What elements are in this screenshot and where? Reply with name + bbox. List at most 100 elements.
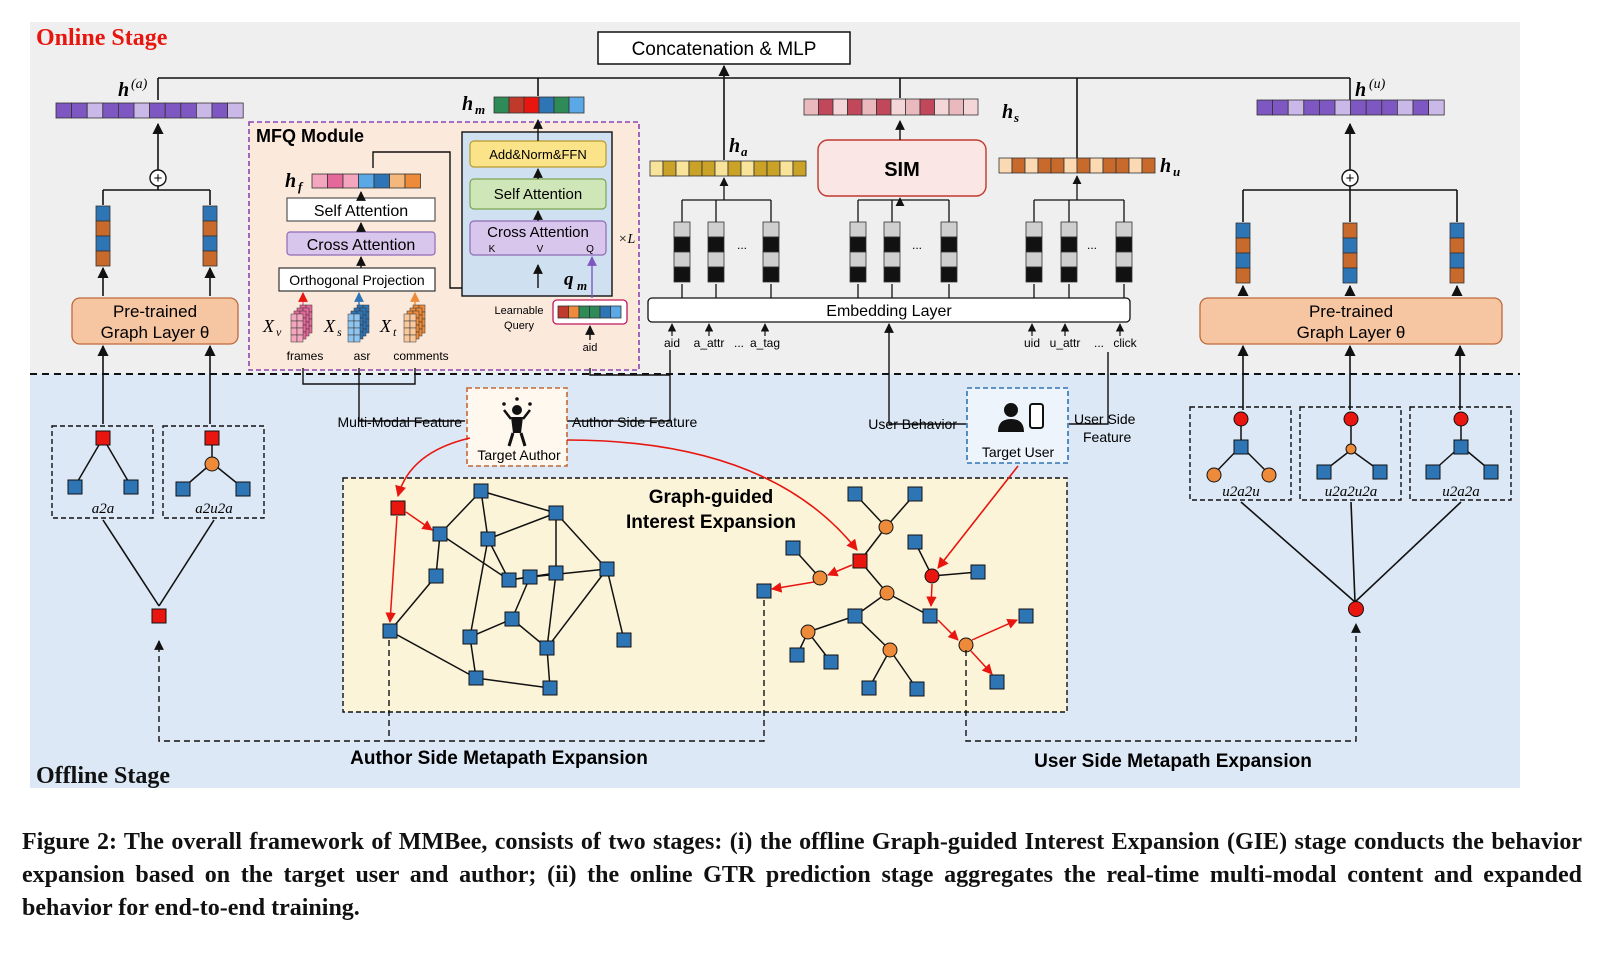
- emb-input-u-attr: u_attr: [1050, 336, 1081, 350]
- embedding-token: [1412, 99, 1430, 116]
- user-node: [800, 624, 816, 640]
- embedding-cell: [849, 221, 867, 238]
- cube-cell: [296, 327, 304, 336]
- cube-cell: [290, 313, 298, 322]
- add-norm-label: Add&Norm&FFN: [489, 147, 587, 162]
- embedding-token: [714, 160, 729, 177]
- graph-edge: [487, 512, 557, 540]
- embedding-token: [311, 173, 328, 189]
- gie-title-2: Interest Expansion: [626, 512, 796, 533]
- h-a-embedding: [649, 160, 807, 177]
- metapath-left-graphs: [67, 430, 251, 497]
- pretrained-left-line2: Graph Layer θ: [101, 323, 210, 342]
- graph-edge: [555, 512, 608, 570]
- sim-box: [817, 139, 987, 197]
- target-user-to-graph-arrow: [937, 465, 1019, 569]
- author-node: [852, 553, 868, 569]
- emb-input-dots1: ...: [734, 336, 744, 350]
- cube-cell: [290, 334, 298, 343]
- embedding-token: [1303, 99, 1320, 116]
- graph-edge: [529, 568, 608, 578]
- pretrained-left-line1: Pre-trained: [113, 302, 197, 321]
- learnable-query-tokens: [557, 305, 622, 319]
- offline-stage-label: Offline Stage: [36, 763, 170, 789]
- feature-connection-lines: [302, 323, 1109, 425]
- embedding-token: [998, 157, 1013, 174]
- author-node: [548, 565, 564, 581]
- orthogonal-projection: Orthogonal Projection: [289, 272, 424, 288]
- embedding-cell: [673, 221, 691, 238]
- expansion-edge: [770, 581, 815, 593]
- embedding-token: [493, 96, 510, 114]
- cube-cell: [296, 320, 304, 329]
- embedding-token: [599, 305, 611, 319]
- k-label: K: [489, 244, 496, 255]
- cube-cell: [409, 320, 417, 329]
- query-label: Query: [504, 320, 534, 332]
- embedding-token: [557, 305, 569, 319]
- embedding-token: [1256, 99, 1274, 116]
- xs-sub: s: [337, 325, 342, 339]
- embedding-cell: [673, 236, 691, 253]
- graph-edge: [74, 437, 104, 487]
- times-l-label: ×L: [618, 232, 635, 247]
- embedding-token: [1350, 99, 1367, 116]
- metapath-u2a2u2a-box: [1299, 406, 1402, 501]
- embedding-token: [1319, 99, 1336, 116]
- col-dots-s: ...: [912, 238, 922, 252]
- embedding-cell: [1025, 266, 1043, 283]
- embedding-token: [861, 98, 877, 116]
- embedding-token: [1141, 157, 1156, 174]
- stack-token: [95, 220, 111, 237]
- emb-input-a-tag: a_tag: [750, 336, 780, 350]
- embedding-token: [934, 98, 950, 116]
- cube-cell: [403, 313, 411, 322]
- frames-label: frames: [287, 349, 324, 363]
- embedding-token: [818, 98, 834, 116]
- author-graph: [382, 483, 632, 696]
- embedding-token: [1381, 99, 1398, 116]
- author-node: [548, 505, 564, 521]
- expansion-edge: [385, 515, 398, 624]
- xt-sub: t: [393, 325, 397, 339]
- h-a-left-label: h: [118, 79, 129, 101]
- author-node: [616, 632, 632, 648]
- embedding-token: [688, 160, 703, 177]
- embedding-token: [342, 173, 359, 189]
- user-side-label-2: Feature: [1083, 429, 1131, 445]
- embedding-token: [589, 305, 601, 319]
- author-node: [1483, 464, 1499, 480]
- embedding-cell: [673, 251, 691, 268]
- stack-u2a2u: [1235, 222, 1251, 284]
- embedding-token: [358, 173, 375, 189]
- embedding-token: [71, 102, 88, 119]
- figure-caption: Figure 2: The overall framework of MMBee…: [22, 829, 1582, 921]
- emb-input-arrows: [667, 323, 1125, 336]
- author-node: [390, 500, 406, 516]
- author-node: [970, 564, 986, 580]
- embedding-token: [1115, 157, 1130, 174]
- embedding-token: [1024, 157, 1039, 174]
- metapath-a2u2a-label: a2u2a: [195, 501, 233, 517]
- embedding-cell: [707, 266, 725, 283]
- author-node: [175, 481, 191, 497]
- author-node: [1018, 608, 1034, 624]
- stack-token: [202, 205, 218, 222]
- author-expansion-label: Author Side Metapath Expansion: [350, 748, 648, 769]
- stack-token: [95, 235, 111, 252]
- expansion-edge: [937, 619, 959, 641]
- embedding-token: [766, 160, 781, 177]
- h-m-embedding: [493, 96, 585, 114]
- embedding-cell: [849, 266, 867, 283]
- h-a-label: h: [729, 135, 740, 157]
- h-s-embedding: [803, 98, 979, 116]
- stack-a2a: [95, 205, 111, 267]
- cube-cell: [353, 327, 361, 336]
- cube-cell: [353, 334, 361, 343]
- embedding-token: [779, 160, 794, 177]
- author-node: [909, 681, 925, 697]
- pretrained-right-line1: Pre-trained: [1309, 302, 1393, 321]
- graph-edge: [807, 615, 856, 633]
- pretrained-right-line2: Graph Layer θ: [1297, 323, 1406, 342]
- user-node: [1453, 411, 1469, 427]
